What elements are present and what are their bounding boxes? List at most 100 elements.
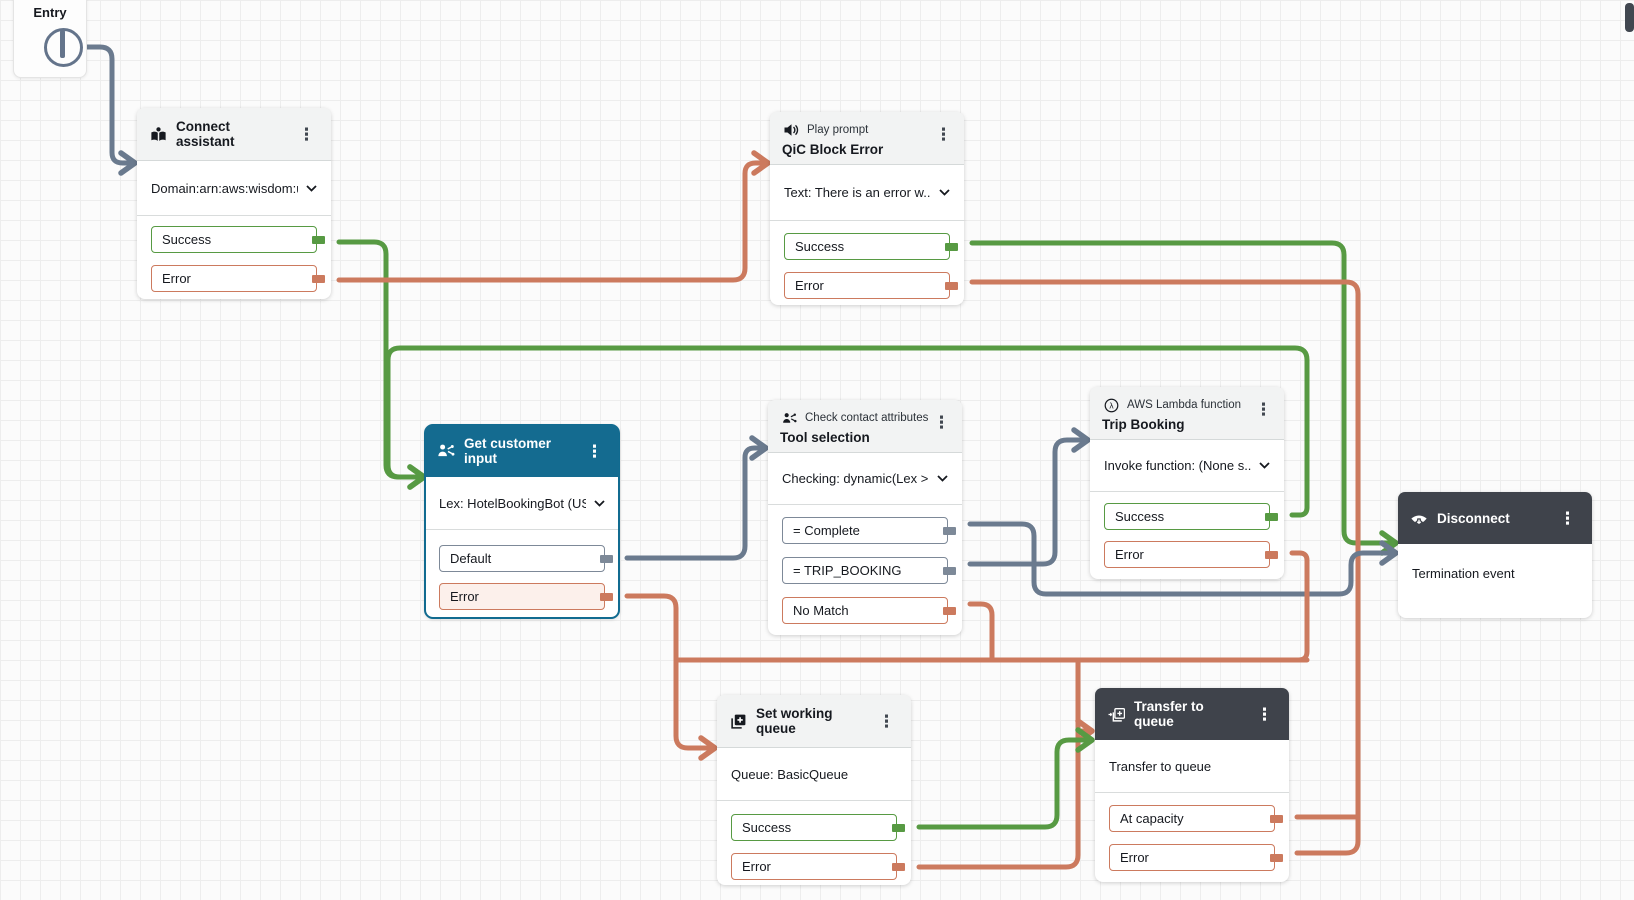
output-port[interactable]	[600, 555, 613, 563]
kebab-menu-icon[interactable]: ⋮	[586, 441, 603, 461]
chevron-down-icon[interactable]	[937, 475, 948, 482]
output-port[interactable]	[1265, 513, 1278, 521]
output-port[interactable]	[945, 243, 958, 251]
block-header[interactable]: λ AWS Lambda function ⋮ Trip Booking	[1090, 387, 1284, 440]
book-reader-icon	[149, 125, 167, 143]
branch-at-capacity[interactable]: At capacity	[1109, 805, 1283, 832]
branch-success[interactable]: Success	[1104, 503, 1278, 530]
block-aws-lambda-function[interactable]: λ AWS Lambda function ⋮ Trip Booking Inv…	[1090, 387, 1284, 579]
branch-error[interactable]: Error	[439, 583, 613, 610]
branch-success[interactable]: Success	[784, 233, 958, 260]
chevron-down-icon[interactable]	[594, 499, 605, 507]
output-port[interactable]	[1270, 815, 1283, 823]
parameter-row[interactable]: Checking: dynamic(Lex > ...	[768, 453, 962, 505]
branch-success[interactable]: Success	[151, 226, 325, 253]
edge-play-prompt-success-to-disconnect[interactable]	[969, 240, 1397, 546]
branch-default[interactable]: Default	[439, 545, 613, 572]
edge-cca-trip-booking-to-aws-lambda[interactable]	[967, 437, 1089, 567]
block-title: Transfer to queue	[1134, 699, 1204, 729]
branch-error[interactable]: Error	[151, 265, 325, 292]
kebab-menu-icon[interactable]: ⋮	[935, 125, 952, 144]
edge-cca-complete-to-disconnect[interactable]	[967, 521, 1397, 597]
output-port[interactable]	[1265, 551, 1278, 559]
arrowhead-entry-to-connect-assistant	[118, 150, 138, 176]
edge-connect-assistant-success-to-get-customer-input[interactable]	[336, 239, 425, 480]
branch-error[interactable]: Error	[1109, 844, 1283, 871]
block-transfer-to-queue[interactable]: Transfer to queue ⋮ Transfer to queue At…	[1095, 688, 1289, 882]
edge-gci-default-to-check-contact-attributes[interactable]	[624, 445, 767, 561]
output-port[interactable]	[892, 824, 905, 832]
block-disconnect[interactable]: Disconnect ⋮ Termination event	[1398, 492, 1592, 618]
branch-error[interactable]: Error	[784, 272, 958, 299]
parameter-row[interactable]: Queue: BasicQueue	[717, 748, 911, 801]
output-port[interactable]	[892, 863, 905, 871]
block-header[interactable]: Get customer input ⋮	[425, 425, 619, 477]
person-branch-icon	[437, 442, 455, 460]
kebab-menu-icon[interactable]: ⋮	[1255, 400, 1272, 419]
kebab-menu-icon[interactable]: ⋮	[1559, 508, 1576, 528]
output-port[interactable]	[600, 593, 613, 601]
chevron-down-icon[interactable]	[939, 189, 950, 196]
block-title: Trip Booking	[1102, 417, 1185, 432]
edge-lambda-error-track[interactable]	[1287, 550, 1310, 663]
output-port[interactable]	[312, 275, 325, 283]
edge-connect-assistant-error-to-play-prompt[interactable]	[336, 160, 769, 283]
branch-complete[interactable]: = Complete	[782, 517, 956, 544]
branch-error[interactable]: Error	[731, 853, 905, 880]
branch-success[interactable]: Success	[731, 814, 905, 841]
parameter-row[interactable]: Text: There is an error w...	[770, 165, 964, 221]
edge-trunk-to-swq-error-track[interactable]	[916, 657, 1081, 870]
chevron-down-icon[interactable]	[1259, 462, 1270, 469]
block-header[interactable]: Connect assistant ⋮	[137, 108, 331, 161]
block-header[interactable]: Set working queue ⋮	[717, 695, 911, 748]
block-header[interactable]: Check contact attributes ⋮ Tool selectio…	[768, 400, 962, 453]
arrowhead-swq-success-to-transfer-to-queue	[1075, 727, 1095, 753]
entry-node[interactable]: Entry	[13, 0, 87, 78]
output-port[interactable]	[945, 282, 958, 290]
block-header[interactable]: Play prompt ⋮ QiC Block Error	[770, 112, 964, 165]
branch-error[interactable]: Error	[1104, 541, 1278, 568]
arrowhead-cca-trip-booking-to-aws-lambda	[1071, 427, 1091, 453]
output-port[interactable]	[943, 527, 956, 535]
block-title: Disconnect	[1437, 510, 1510, 526]
parameter-row[interactable]: Domain:arn:aws:wisdom:u...	[137, 161, 331, 216]
branch-trip-booking[interactable]: = TRIP_BOOKING	[782, 557, 956, 584]
arrowhead-connect-assistant-error-to-play-prompt	[751, 150, 771, 176]
vertical-scrollbar-thumb[interactable]	[1625, 3, 1634, 32]
edge-swq-success-to-transfer-to-queue[interactable]	[916, 737, 1093, 830]
arrowhead-lambda-success-to-get-customer-input	[407, 464, 427, 490]
block-header[interactable]: Transfer to queue ⋮	[1095, 688, 1289, 740]
edge-gci-error-to-set-working-queue[interactable]	[624, 593, 716, 751]
output-port[interactable]	[943, 567, 956, 575]
svg-text:λ: λ	[1109, 400, 1114, 410]
parameter-row[interactable]: Invoke function: (None s...	[1090, 440, 1284, 492]
block-connect-assistant[interactable]: Connect assistant ⋮ Domain:arn:aws:wisdo…	[137, 108, 331, 299]
parameter-row[interactable]: Transfer to queue	[1095, 740, 1289, 793]
block-play-prompt[interactable]: Play prompt ⋮ QiC Block Error Text: Ther…	[770, 112, 964, 305]
kebab-menu-icon[interactable]: ⋮	[878, 711, 895, 731]
edge-lambda-success-to-get-customer-input[interactable]	[385, 345, 1310, 518]
block-get-customer-input[interactable]: Get customer input ⋮ Lex: HotelBookingBo…	[424, 424, 620, 619]
edge-entry-to-connect-assistant[interactable]	[65, 44, 136, 166]
arrowhead-cca-complete-to-disconnect	[1379, 540, 1399, 566]
kebab-menu-icon[interactable]: ⋮	[298, 124, 315, 144]
branch-no-match[interactable]: No Match	[782, 597, 956, 624]
transfer-queue-icon	[1107, 705, 1125, 723]
output-port[interactable]	[312, 236, 325, 244]
parameter-row[interactable]: Lex: HotelBookingBot (US...	[425, 477, 619, 530]
edge-cca-no-match-track[interactable]	[967, 601, 995, 663]
block-header[interactable]: Disconnect ⋮	[1398, 492, 1592, 544]
edge-play-prompt-error-track[interactable]	[969, 279, 1361, 856]
block-check-contact-attributes[interactable]: Check contact attributes ⋮ Tool selectio…	[768, 400, 962, 635]
kebab-menu-icon[interactable]: ⋮	[933, 413, 950, 432]
block-category: Play prompt	[807, 124, 869, 136]
output-port[interactable]	[1270, 854, 1283, 862]
block-title: Tool selection	[780, 430, 870, 445]
kebab-menu-icon[interactable]: ⋮	[1256, 704, 1273, 724]
output-port[interactable]	[943, 607, 956, 615]
chevron-down-icon[interactable]	[306, 184, 317, 192]
block-set-working-queue[interactable]: Set working queue ⋮ Queue: BasicQueue Su…	[717, 695, 911, 885]
entry-start-icon[interactable]	[44, 28, 83, 67]
